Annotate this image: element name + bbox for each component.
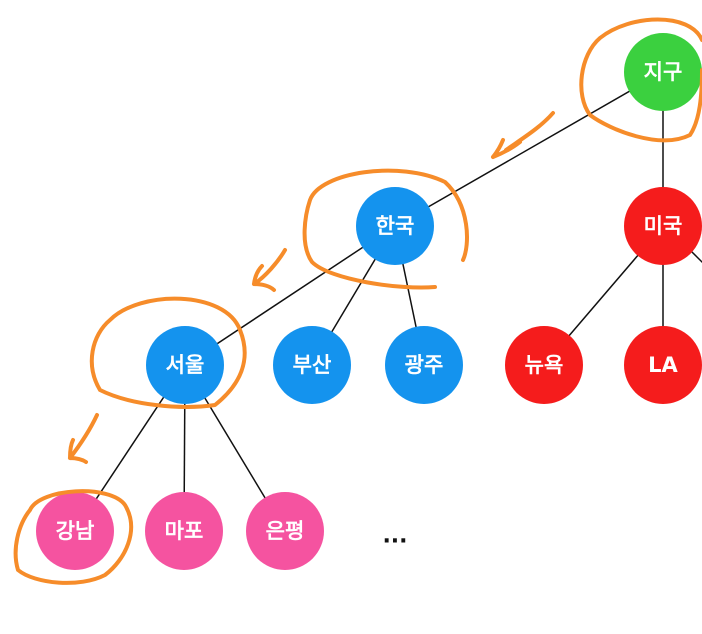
node-earth-circle — [624, 33, 702, 111]
node-earth: 지구 — [624, 33, 702, 111]
node-korea-label: 한국 — [376, 214, 415, 238]
node-gwangju-label: 광주 — [405, 353, 444, 377]
node-mapo: 마포 — [145, 492, 223, 570]
node-seoul-label: 서울 — [166, 353, 205, 377]
node-seoul-circle — [146, 326, 224, 404]
node-busan-label: 부산 — [293, 353, 332, 377]
node-mapo-label: 마포 — [165, 519, 204, 543]
highlight-circle-seoul — [89, 296, 247, 409]
node-eunpyeong-label: 은평 — [266, 519, 305, 543]
node-usa: 미국 — [624, 187, 702, 265]
node-newyork: 뉴욕 — [505, 326, 583, 404]
node-newyork-label: 뉴욕 — [525, 353, 564, 377]
node-gwangju-circle — [385, 326, 463, 404]
node-usa-circle — [624, 187, 702, 265]
node-gangnam: 강남 — [36, 492, 114, 570]
node-mapo-circle — [145, 492, 223, 570]
node-usa-label: 미국 — [644, 214, 683, 238]
highlight-arrow-seoul-to-gangnam — [68, 413, 99, 464]
node-busan-circle — [273, 326, 351, 404]
node-earth-label: 지구 — [644, 60, 683, 84]
node-newyork-circle — [505, 326, 583, 404]
node-seoul: 서울 — [146, 326, 224, 404]
highlight-layer — [13, 17, 702, 585]
node-la-circle — [624, 326, 702, 404]
node-gwangju: 광주 — [385, 326, 463, 404]
node-eunpyeong-circle — [246, 492, 324, 570]
node-korea: 한국 — [356, 187, 434, 265]
node-gangnam-label: 강남 — [56, 519, 95, 543]
node-la: LA — [624, 326, 702, 404]
node-busan: 부산 — [273, 326, 351, 404]
edges-layer — [74, 71, 702, 532]
edge-earth-korea — [394, 71, 664, 227]
highlight-circle-gangnam — [13, 489, 134, 585]
node-gangnam-circle — [36, 492, 114, 570]
highlight-circle-korea — [302, 168, 469, 290]
more-nodes-ellipsis: ... — [382, 524, 407, 549]
highlight-arrow-korea-to-seoul — [252, 248, 287, 292]
highlight-arrow-earth-to-korea — [491, 111, 555, 159]
node-eunpyeong: 은평 — [246, 492, 324, 570]
node-la-label: LA — [648, 353, 678, 377]
edge-korea-seoul — [184, 225, 396, 366]
highlight-circle-earth — [579, 17, 702, 143]
node-korea-circle — [356, 187, 434, 265]
nodes-layer: 지구 한국 미국 서울 부산 광주 뉴욕 LA — [36, 33, 702, 570]
edge-usa-offscreen — [689, 249, 702, 264]
